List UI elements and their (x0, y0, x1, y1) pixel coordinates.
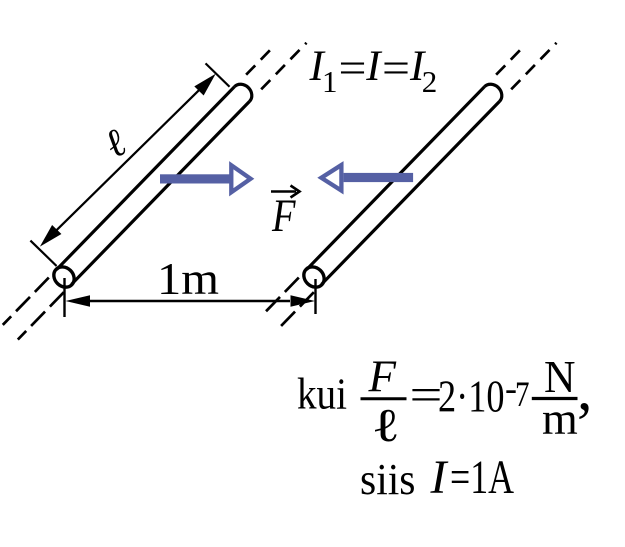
svg-text:siis: siis (360, 455, 416, 504)
svg-text:N: N (544, 351, 576, 402)
svg-text:I1=I=I2: I1=I=I2 (309, 43, 438, 99)
svg-text:1m: 1m (157, 253, 219, 304)
svg-text:,: , (577, 356, 593, 424)
svg-text:F: F (271, 190, 296, 242)
svg-text:2·10: 2·10 (438, 372, 505, 422)
svg-text:-: - (505, 368, 517, 408)
svg-text:ℓ: ℓ (372, 400, 401, 452)
svg-text:7: 7 (515, 374, 530, 414)
svg-text:kui: kui (297, 370, 347, 419)
svg-text:I: I (430, 451, 449, 504)
svg-text:m: m (542, 393, 578, 444)
svg-text:=1A: =1A (450, 451, 514, 504)
svg-text:F: F (368, 352, 397, 402)
svg-text:=: = (410, 369, 443, 420)
